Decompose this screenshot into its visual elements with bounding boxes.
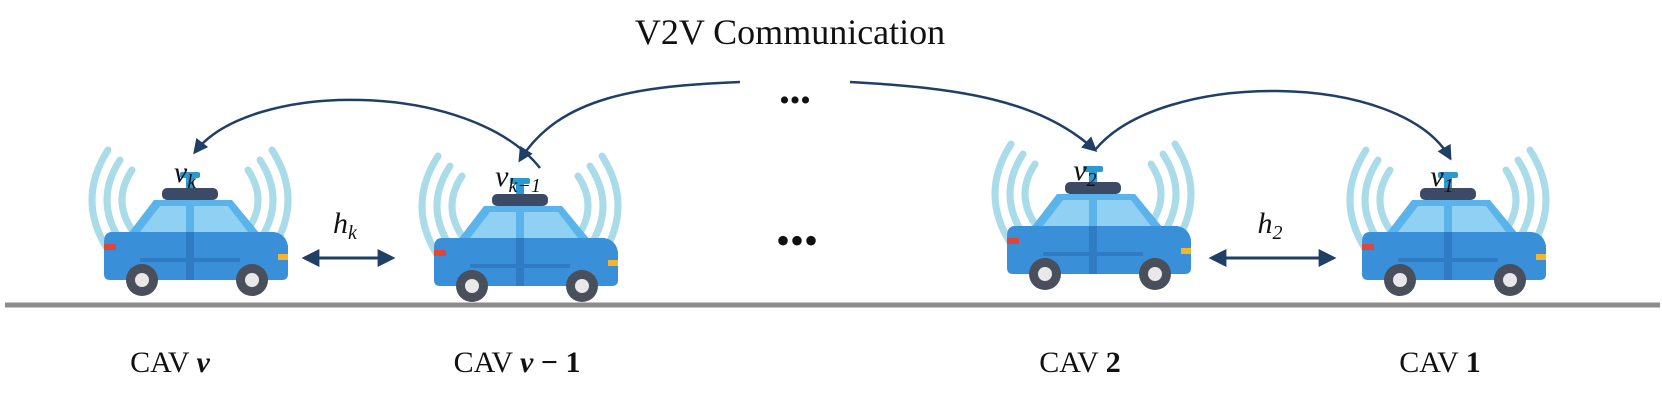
vehicle-label-cav-v: CAV v: [130, 346, 210, 379]
ellipsis-middle: •••: [776, 218, 818, 263]
arrow-to-cav-v: [193, 98, 541, 169]
arrow-to-cav-1: [1094, 89, 1452, 161]
headway-label-k: hk: [333, 207, 358, 244]
speed-label-cav-2: v2: [1073, 154, 1096, 191]
diagram-title: V2V Communication: [635, 12, 945, 52]
car-icon-cav-2: [995, 144, 1191, 290]
ellipsis-top: •••: [779, 84, 811, 117]
arrow-to-cav-v-minus-1: [518, 80, 741, 163]
headway-arrow-2: h2: [1208, 207, 1337, 267]
car-icon-cav-1: [1350, 150, 1546, 296]
vehicle-label-cav-v-minus-1: CAV v − 1: [454, 346, 581, 379]
v2v-arrows: [193, 80, 1452, 169]
vehicle-label-cav-2: CAV 2: [1039, 346, 1120, 379]
speed-label-cav-1: v1: [1430, 160, 1453, 197]
headway-arrow-k: hk: [301, 207, 396, 267]
speed-label-cav-v: vk: [174, 156, 197, 193]
headway-label-2: h2: [1258, 207, 1283, 244]
speed-label-cav-v-minus-1: vk−1: [495, 160, 541, 197]
arrow-to-cav-2: [849, 80, 1098, 153]
vehicle-label-cav-1: CAV 1: [1399, 346, 1480, 379]
